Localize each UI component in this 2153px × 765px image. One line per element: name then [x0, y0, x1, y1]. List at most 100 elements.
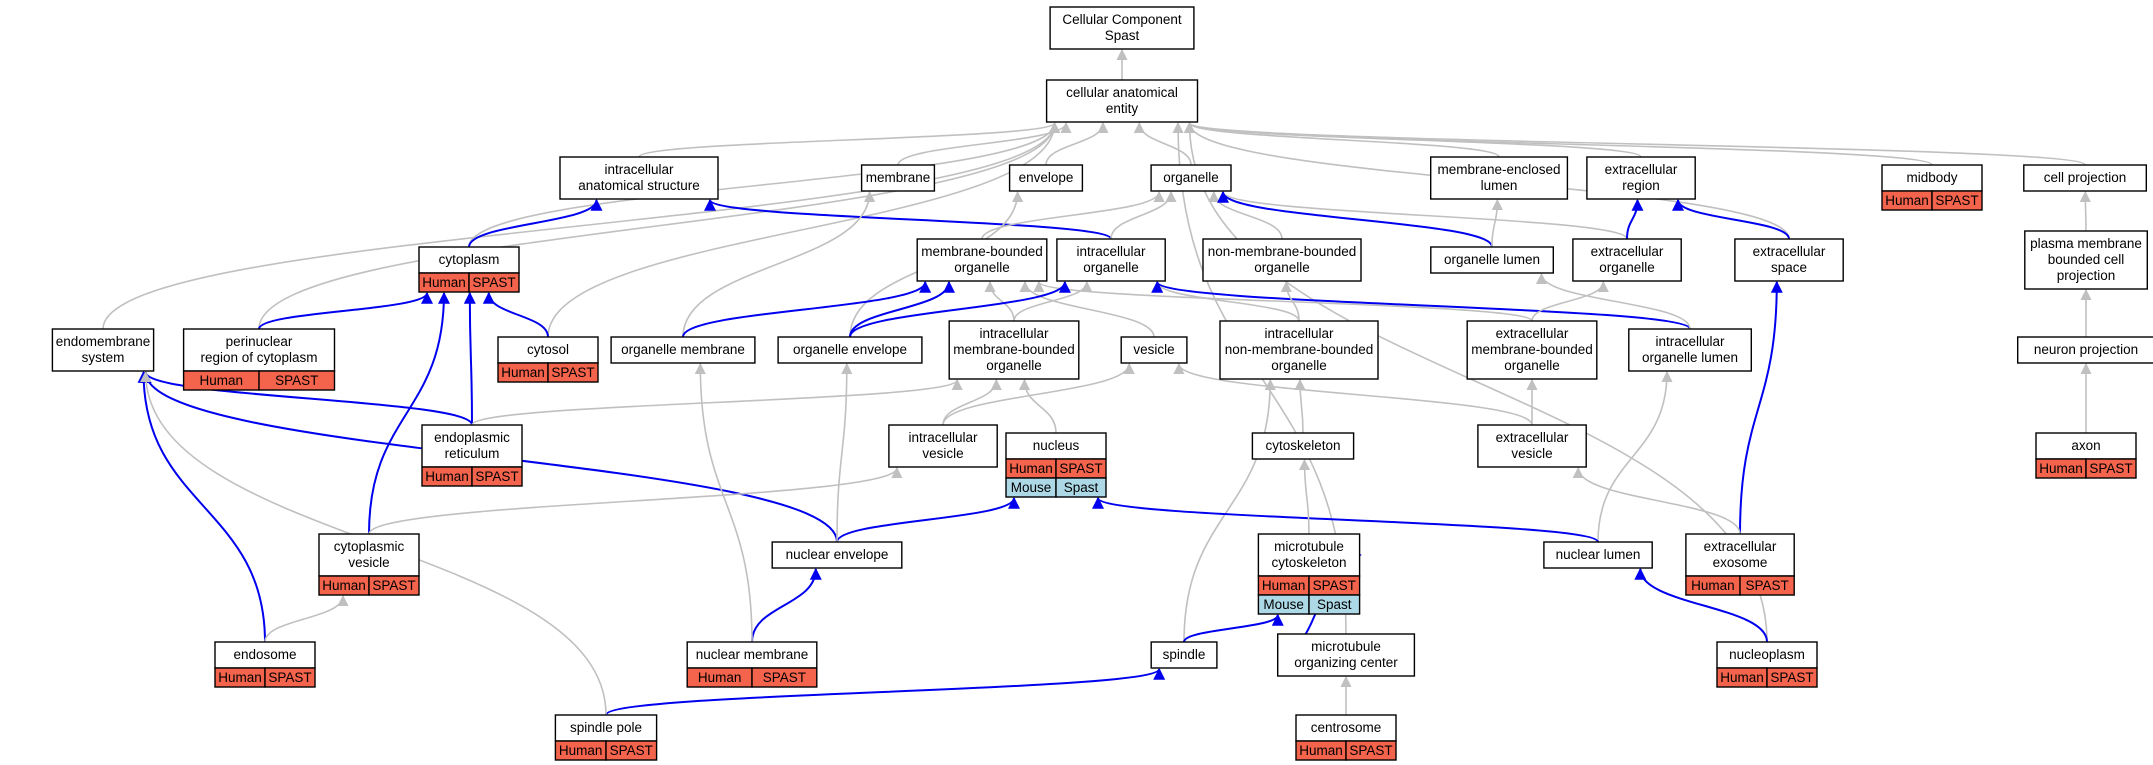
node-label-line: membrane-bounded — [1471, 342, 1593, 357]
species-label: Human — [1720, 670, 1764, 685]
node-label-line: organelle — [1504, 358, 1560, 373]
node-cellproj[interactable]: cell projection — [2023, 164, 2148, 192]
gene-label: SPAST — [1935, 193, 1978, 208]
edge-is-a-nucleus-to-imbo — [1018, 378, 1057, 434]
node-organelle[interactable]: organelle — [1150, 164, 1232, 192]
node-nlumen[interactable]: nuclear lumen — [1543, 541, 1653, 569]
node-label-line: midbody — [1906, 170, 1957, 185]
gene-cell — [547, 362, 599, 383]
edge-is-a-ivesicle-to-imbo — [942, 378, 1002, 426]
node-label-line: plasma membrane — [2030, 236, 2142, 251]
node-box — [2023, 164, 2148, 192]
node-label-line: organelle lumen — [1642, 350, 1738, 365]
node-box — [948, 320, 1080, 380]
edge-part-of-er-to-cytoplasm — [463, 291, 476, 426]
node-label-line: space — [1771, 260, 1807, 275]
node-label-line: endoplasmic — [434, 430, 510, 445]
edge-is-a-ias-to-cae — [638, 121, 1060, 158]
node-label-line: nucleus — [1033, 438, 1080, 453]
node-label-line: envelope — [1019, 170, 1074, 185]
node-label-line: projection — [2057, 268, 2116, 283]
node-nenv[interactable]: nuclear envelope — [771, 541, 903, 569]
gene-label: SPAST — [472, 275, 515, 290]
node-label-line: neuron projection — [2034, 342, 2138, 357]
node-box — [777, 336, 923, 364]
node-label-line: membrane-enclosed — [1437, 162, 1560, 177]
node-olumen[interactable]: organelle lumen — [1430, 246, 1555, 274]
edge-is-a-cytoskel-to-inmbo — [1294, 378, 1306, 434]
node-omem[interactable]: organelle membrane — [610, 336, 756, 364]
edge-is-a-iolumen-to-olumen — [1535, 272, 1691, 330]
edge-part-of-io-to-ias — [704, 198, 1112, 240]
edge-is-a-vesicle-to-mbo — [1019, 280, 1155, 338]
node-envelope[interactable]: envelope — [1008, 164, 1084, 192]
edge-is-a-organelle-to-cae — [1133, 121, 1192, 166]
node-label-line: extracellular — [1591, 244, 1664, 259]
node-neuroproj[interactable]: neuron projection — [2016, 336, 2153, 364]
edge-part-of-cytosol-to-cytoplasm — [482, 291, 549, 338]
edge-is-a-cytoplasm-to-cae — [468, 121, 1061, 248]
node-box — [1734, 238, 1844, 282]
species-label: Human — [501, 365, 545, 380]
node-label-line: intracellular — [604, 162, 674, 177]
edge-is-a-io-to-organelle — [1110, 190, 1177, 240]
gene-label: SPAST — [1349, 743, 1392, 758]
node-inmbo[interactable]: intracellularnon-membrane-boundedorganel… — [1219, 320, 1379, 380]
node-membrane[interactable]: membrane — [860, 164, 936, 192]
node-box — [1543, 541, 1653, 569]
node-label-line: organelle — [986, 358, 1042, 373]
node-label-line: organelle envelope — [793, 342, 907, 357]
node-box — [1257, 533, 1361, 577]
node-spindle[interactable]: spindle — [1150, 641, 1218, 669]
species-label: Human — [200, 373, 244, 388]
edge-is-a-exmbo-to-exorg — [1531, 280, 1609, 322]
edge-part-of-exosome-to-exspace — [1739, 280, 1783, 535]
node-cytoskel[interactable]: cytoskeleton — [1251, 432, 1355, 460]
edge-is-a-er-to-imbo — [471, 378, 963, 426]
gene-cell — [1345, 740, 1397, 761]
edge-is-a-omem-to-membrane — [682, 190, 876, 338]
node-label-line: vesicle — [348, 555, 389, 570]
node-box — [214, 641, 316, 669]
gene-label: SPAST — [1745, 578, 1788, 593]
node-label-line: intracellular — [908, 430, 978, 445]
edge-is-a-endosys-to-cae — [102, 121, 1061, 330]
node-oenv[interactable]: organelle envelope — [777, 336, 923, 364]
node-vesicle[interactable]: vesicle — [1120, 336, 1188, 364]
